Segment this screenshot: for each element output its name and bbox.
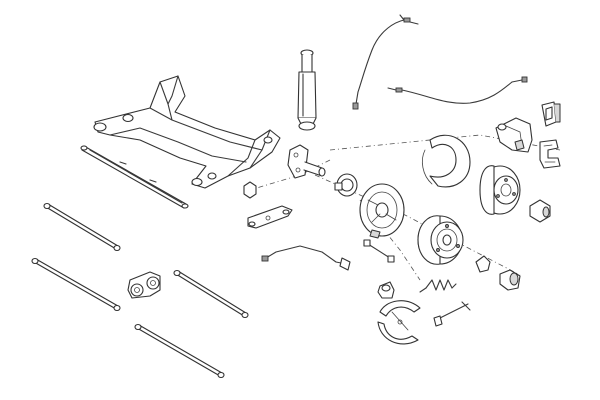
brake-drum [417, 215, 464, 265]
caliper-bracket [539, 139, 561, 169]
return-spring [419, 279, 457, 293]
hub-nut [475, 255, 491, 273]
brake-backing-plate [359, 183, 405, 239]
wheel-bearing-hub [334, 173, 358, 197]
rubber-bushing-pair [127, 271, 161, 299]
brake-disc [479, 165, 521, 215]
brake-shoes [377, 300, 421, 345]
mounting-bracket [247, 205, 293, 229]
brake-pads [541, 101, 561, 127]
wheel-cylinder [377, 281, 395, 299]
parking-brake-cable-upper [352, 14, 419, 110]
disc-splash-shield [421, 134, 471, 188]
brake-caliper [495, 117, 533, 153]
axle-cap [529, 199, 551, 223]
adjuster-rod [363, 239, 395, 263]
axle-subframe [93, 75, 281, 189]
frame-bushing [243, 181, 257, 199]
lateral-link-right [173, 269, 249, 319]
trailing-link-lower [31, 257, 121, 312]
handbrake-lever [433, 301, 471, 327]
stub-axle-carrier [287, 144, 326, 179]
brake-hose [261, 245, 351, 271]
lateral-link-bottom [134, 323, 225, 379]
grease-cap [499, 269, 521, 291]
shock-absorber [297, 49, 317, 131]
parking-brake-cable-lower [387, 76, 528, 104]
panhard-rod [80, 145, 189, 209]
trailing-link-upper [43, 202, 121, 252]
